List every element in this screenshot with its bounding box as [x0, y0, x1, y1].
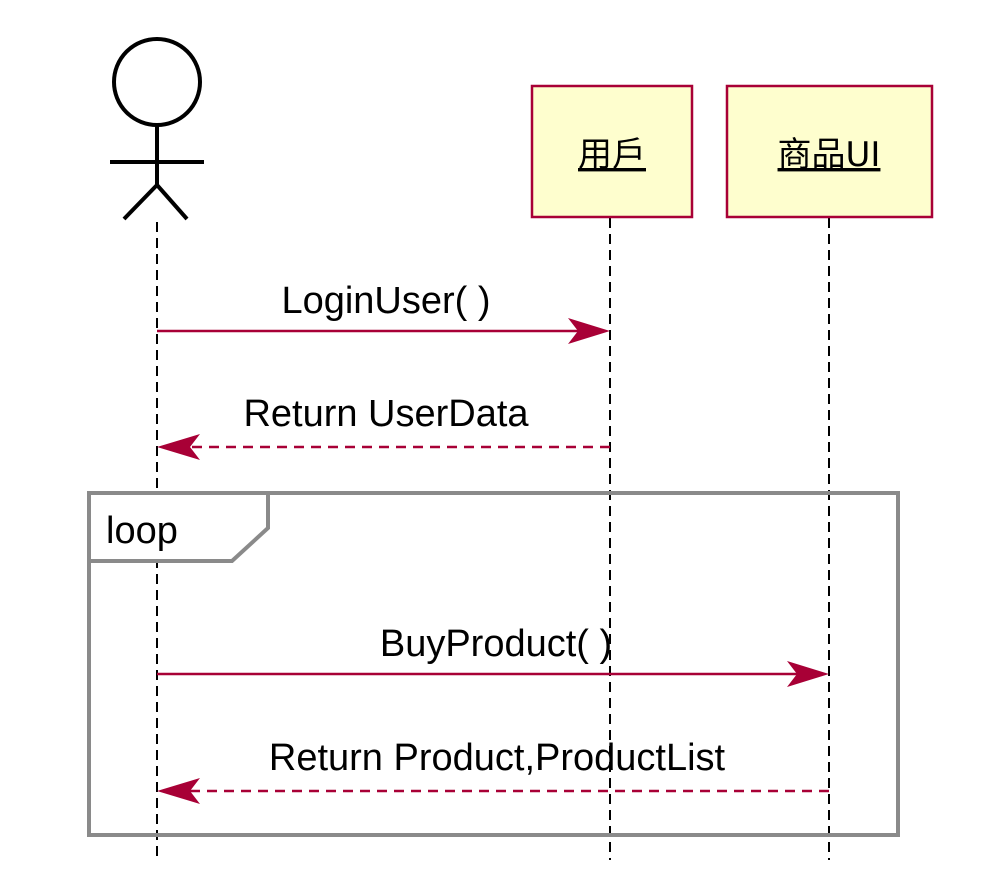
arrow-left-icon [157, 434, 200, 460]
loop-fragment-frame [87, 491, 900, 837]
message-return-userdata: Return UserData [157, 393, 610, 460]
participant-product-ui-box [725, 84, 934, 219]
message-return-product-list: Return Product,ProductList [157, 737, 829, 804]
participant-user-label: 用戶 [578, 135, 646, 175]
loop-fragment-label: loop [106, 510, 178, 552]
message-login-user: LoginUser( ) [157, 280, 610, 344]
loop-fragment: loop [87, 491, 900, 837]
message-buy-product-label: BuyProduct( ) [380, 623, 612, 665]
message-return-userdata-label: Return UserData [243, 393, 529, 435]
arrow-left-icon [157, 778, 200, 804]
participant-user: 用戶 [530, 84, 694, 219]
actor-icon [110, 37, 204, 221]
loop-fragment-tab [87, 491, 270, 563]
message-login-user-label: LoginUser( ) [281, 280, 490, 322]
arrow-right-icon [568, 318, 610, 344]
message-return-product-list-label: Return Product,ProductList [269, 737, 726, 779]
participant-user-box [530, 84, 694, 219]
arrow-right-icon [787, 661, 829, 687]
participant-product-ui-label: 商品UI [778, 135, 881, 175]
participant-product-ui: 商品UI [725, 84, 934, 219]
actor-left-leg-icon [122, 183, 159, 221]
actor-right-leg-icon [155, 183, 189, 221]
message-buy-product: BuyProduct( ) [157, 623, 829, 687]
actor-head-icon [112, 37, 202, 127]
